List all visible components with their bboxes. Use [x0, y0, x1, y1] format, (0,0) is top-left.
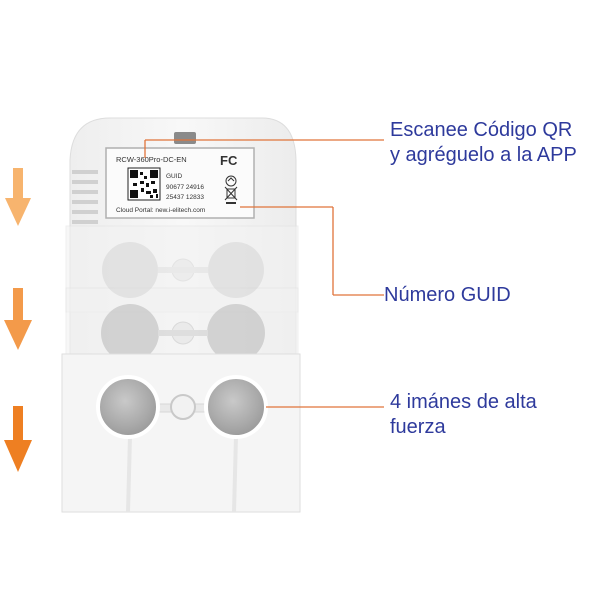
callout-qr: Escanee Código QR y agréguelo a la APP [390, 118, 577, 168]
label-cloud-portal: Cloud Portal: new.i-elitech.com [116, 207, 205, 214]
callout-qr-line1: Escanee Código QR [390, 119, 573, 141]
callout-qr-line2: y agréguelo a la APP [390, 144, 577, 166]
callout-magnets: 4 imánes de alta fuerza [390, 390, 537, 440]
ghost-magnets-1 [102, 242, 264, 298]
label-fcc: FC [220, 153, 238, 168]
ghost-magnets-2 [101, 304, 265, 362]
ce-recycle-icon [225, 175, 237, 187]
weee-bin-icon [224, 186, 238, 204]
callout-guid: Número GUID [384, 283, 511, 308]
callout-guid-text: Número GUID [384, 284, 511, 306]
magnet-right [204, 375, 268, 439]
motion-arrow-1 [5, 168, 31, 226]
motion-arrow-2 [4, 288, 32, 350]
label-guid-line1: 90677 24916 [166, 184, 204, 191]
label-guid-line2: 25437 12833 [166, 194, 204, 201]
magnet-center [170, 394, 196, 420]
label-model: RCW-360Pro-DC-EN [116, 155, 187, 164]
leader-lines [144, 139, 384, 408]
callout-magnets-line2: fuerza [390, 416, 446, 438]
vent-slots [72, 170, 98, 224]
mounting-bracket [61, 353, 301, 513]
label-guid-title: GUID [166, 173, 183, 180]
magnet-left [96, 375, 160, 439]
qr-code-icon [127, 167, 161, 201]
callout-magnets-line1: 4 imánes de alta [390, 391, 537, 413]
device-top-button [174, 132, 196, 144]
motion-arrow-3 [4, 406, 32, 472]
